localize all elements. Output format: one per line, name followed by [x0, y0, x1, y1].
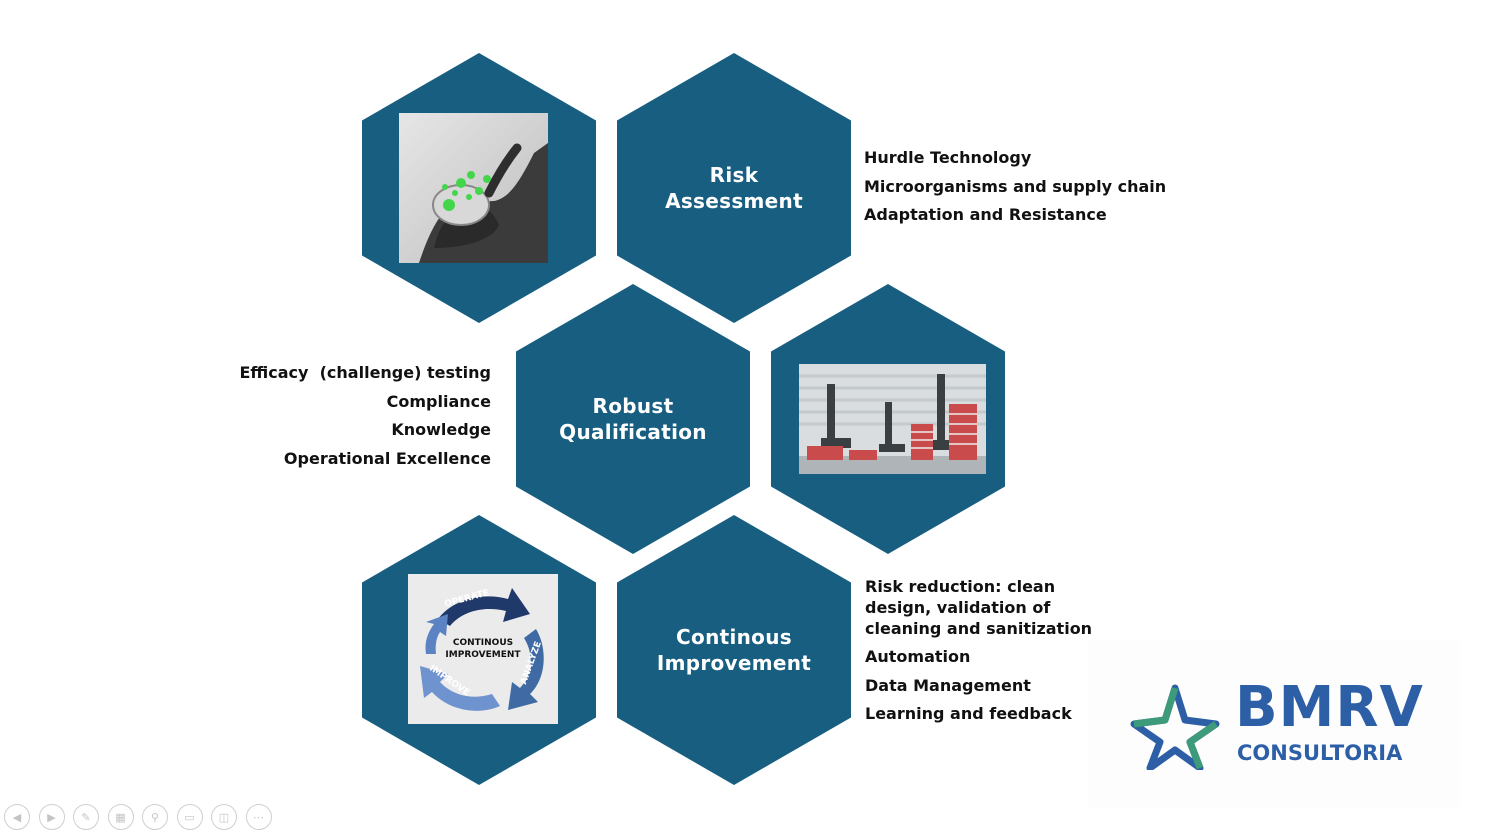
lab-microscope-image — [799, 364, 986, 474]
bmrv-logo: BMRV CONSULTORIA — [1088, 640, 1460, 808]
logo-name: BMRV — [1235, 675, 1424, 740]
pen-icon[interactable]: ✎ — [73, 804, 99, 830]
list-item: Adaptation and Resistance — [864, 205, 1107, 224]
hexagon-risk-assessment: Risk Assessment — [617, 53, 851, 323]
hexagon-image-hand — [362, 53, 596, 323]
hand-petri-dish-image — [399, 113, 548, 263]
qualification-bullet-list: Efficacy (challenge) testing Compliance … — [240, 363, 492, 469]
list-item: Automation — [865, 647, 971, 666]
list-item: Compliance — [386, 391, 491, 411]
list-item: Learning and feedback — [865, 704, 1072, 723]
risk-assessment-title: Risk Assessment — [665, 163, 803, 213]
risk-bullet-list: Hurdle Technology Microorganisms and sup… — [864, 148, 1166, 225]
list-item: Hurdle Technology — [864, 148, 1032, 167]
list-item: Knowledge — [391, 420, 491, 439]
list-item: Operational Excellence — [283, 448, 491, 468]
hexagon-image-cycle: OPERATE ANALYZE IMPROVE CONTINOUS IMPROV… — [362, 515, 596, 785]
hexagon-continous-improvement: Continous Improvement — [617, 515, 851, 785]
continuous-improvement-cycle-diagram: OPERATE ANALYZE IMPROVE CONTINOUS IMPROV… — [408, 574, 558, 724]
more-icon[interactable]: ⋯ — [245, 804, 272, 830]
list-item: Microorganisms and supply chain — [864, 176, 1167, 196]
hexagon-robust-qualification: Robust Qualification — [516, 284, 750, 554]
star-logo-icon — [1130, 684, 1220, 770]
slides-icon[interactable]: ▦ — [107, 804, 134, 830]
zoom-icon[interactable]: ⚲ — [142, 804, 168, 830]
slideshow-toolbar: ◀ ▶ ✎ ▦ ⚲ ▭ ◫ ⋯ — [4, 804, 272, 830]
list-item: Data Management — [865, 675, 1031, 695]
list-item: Efficacy (challenge) testing — [239, 363, 492, 382]
list-item: Risk reduction: clean design, validation… — [865, 577, 1093, 638]
logo-subtitle: CONSULTORIA — [1237, 741, 1403, 765]
next-icon[interactable]: ▶ — [38, 804, 65, 830]
hexagon-image-lab — [771, 284, 1005, 554]
subtitles-icon[interactable]: ▭ — [176, 804, 203, 830]
previous-icon[interactable]: ◀ — [4, 804, 30, 830]
improvement-bullet-list: Risk reduction: clean design, validation… — [865, 576, 1115, 724]
robust-qualification-title: Robust Qualification — [559, 394, 707, 444]
continous-improvement-title: Continous Improvement — [656, 625, 812, 675]
camera-off-icon[interactable]: ◫ — [211, 804, 237, 830]
cycle-center-label: CONTINOUS IMPROVEMENT — [445, 638, 521, 660]
